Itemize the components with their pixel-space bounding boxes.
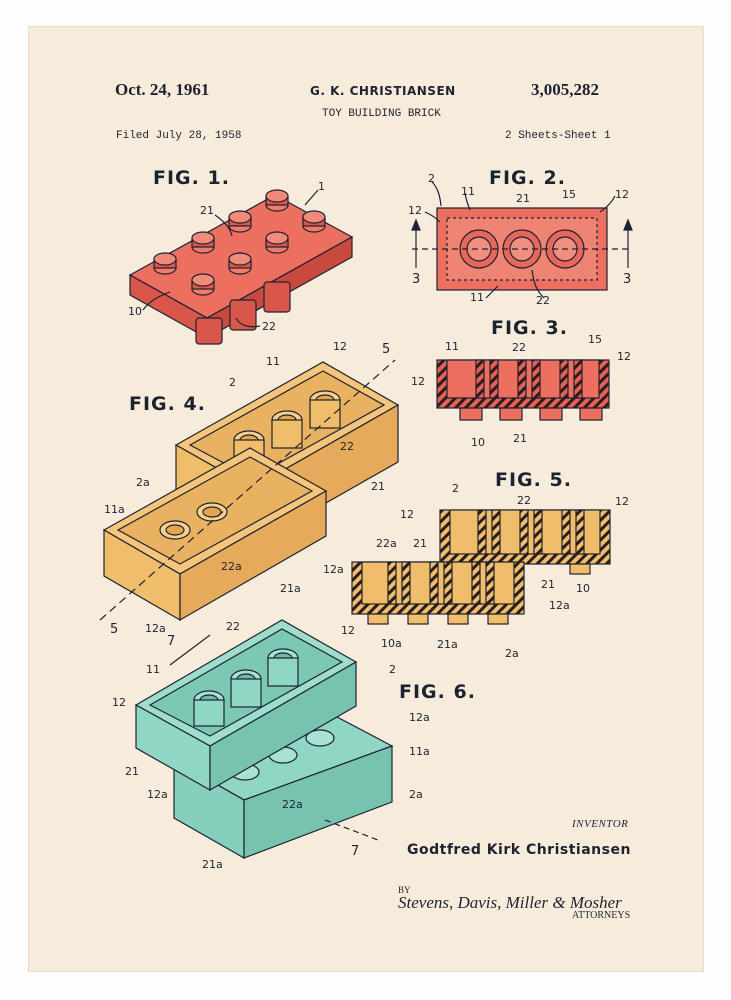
ref-label: 11a bbox=[104, 503, 125, 516]
fig1-title: FIG. 1. bbox=[153, 167, 230, 189]
ref-label: 22 bbox=[226, 620, 240, 633]
ref-label: 21 bbox=[371, 480, 385, 493]
ref-label: 12a bbox=[323, 563, 344, 576]
inventor-label: INVENTOR bbox=[572, 818, 629, 830]
ref-label: 2a bbox=[505, 647, 519, 660]
ref-label: 12 bbox=[112, 696, 126, 709]
ref-label: 7 bbox=[351, 844, 360, 859]
fig6-title: FIG. 6. bbox=[399, 681, 476, 703]
ref-label: 22 bbox=[512, 341, 526, 354]
ref-label: 22 bbox=[517, 494, 531, 507]
ref-label: 12a bbox=[409, 711, 430, 724]
patent-number: 3,005,282 bbox=[531, 80, 599, 99]
fig4-title: FIG. 4. bbox=[129, 393, 206, 415]
ref-label: 12a bbox=[549, 599, 570, 612]
ref-label: 12a bbox=[147, 788, 168, 801]
inventor-short-name: G. K. CHRISTIANSEN bbox=[310, 84, 456, 98]
ref-label: 11a bbox=[409, 745, 430, 758]
fig2-topview-drawing bbox=[411, 181, 633, 299]
ref-label: 1 bbox=[318, 180, 325, 193]
patent-date: Oct. 24, 1961 bbox=[115, 80, 210, 99]
fig3-section-drawing bbox=[436, 359, 610, 421]
attorney-signature: Stevens, Davis, Miller & Mosher bbox=[398, 893, 622, 912]
ref-label: 3 bbox=[623, 272, 632, 287]
ref-label: 12 bbox=[333, 340, 347, 353]
ref-label: 11 bbox=[461, 185, 475, 198]
ref-label: 12 bbox=[411, 375, 425, 388]
ref-label: 21 bbox=[200, 204, 214, 217]
ref-label: 22 bbox=[536, 294, 550, 307]
ref-label: 7 bbox=[167, 634, 176, 649]
ref-label: 22 bbox=[340, 440, 354, 453]
ref-label: 2 bbox=[428, 172, 435, 185]
attorneys-label: ATTORNEYS bbox=[572, 910, 631, 921]
ref-label: 12 bbox=[400, 508, 414, 521]
ref-label: 15 bbox=[588, 333, 602, 346]
ref-label: 5 bbox=[382, 342, 391, 357]
ref-label: 11 bbox=[266, 355, 280, 368]
ref-label: 21 bbox=[513, 432, 527, 445]
fig5-title: FIG. 5. bbox=[495, 469, 572, 491]
fig3-title: FIG. 3. bbox=[491, 317, 568, 339]
ref-label: 10 bbox=[128, 305, 142, 318]
ref-label: 15 bbox=[562, 188, 576, 201]
filed-date: Filed July 28, 1958 bbox=[116, 130, 242, 142]
ref-label: 22a bbox=[282, 798, 303, 811]
ref-label: 21a bbox=[202, 858, 223, 871]
ref-label: 2 bbox=[452, 482, 459, 495]
fig2-title: FIG. 2. bbox=[489, 167, 566, 189]
fig1-brick-drawing bbox=[128, 189, 354, 345]
inventor-name: Godtfred Kirk Christiansen bbox=[407, 842, 631, 858]
ref-label: 2 bbox=[389, 663, 396, 676]
ref-label: 11 bbox=[146, 663, 160, 676]
ref-label: 10 bbox=[471, 436, 485, 449]
ref-label: 10a bbox=[381, 637, 402, 650]
ref-label: 21 bbox=[541, 578, 555, 591]
ref-label: 12 bbox=[341, 624, 355, 637]
by-label: BY bbox=[398, 885, 411, 895]
ref-label: 12a bbox=[145, 622, 166, 635]
ref-label: 21 bbox=[413, 537, 427, 550]
fig5-section-drawing bbox=[351, 509, 611, 625]
ref-label: 12 bbox=[615, 495, 629, 508]
ref-label: 5 bbox=[110, 622, 119, 637]
patent-sheet bbox=[28, 26, 704, 972]
ref-label: 2a bbox=[136, 476, 150, 489]
ref-label: 10 bbox=[576, 582, 590, 595]
sheet-number: 2 Sheets-Sheet 1 bbox=[505, 130, 611, 142]
fig6-brick-drawing bbox=[134, 619, 394, 860]
ref-label: 21a bbox=[437, 638, 458, 651]
ref-label: 2a bbox=[409, 788, 423, 801]
ref-label: 21a bbox=[280, 582, 301, 595]
ref-label: 22 bbox=[262, 320, 276, 333]
ref-label: 11 bbox=[470, 291, 484, 304]
ref-label: 12 bbox=[617, 350, 631, 363]
ref-label: 12 bbox=[408, 204, 422, 217]
patent-title: TOY BUILDING BRICK bbox=[322, 108, 441, 120]
ref-label: 2 bbox=[229, 376, 236, 389]
ref-label: 22a bbox=[376, 537, 397, 550]
ref-label: 3 bbox=[412, 272, 421, 287]
ref-label: 12 bbox=[615, 188, 629, 201]
ref-label: 11 bbox=[445, 340, 459, 353]
fig4-brick-drawing bbox=[99, 359, 400, 622]
ref-label: 21 bbox=[516, 192, 530, 205]
ref-label: 21 bbox=[125, 765, 139, 778]
ref-label: 22a bbox=[221, 560, 242, 573]
